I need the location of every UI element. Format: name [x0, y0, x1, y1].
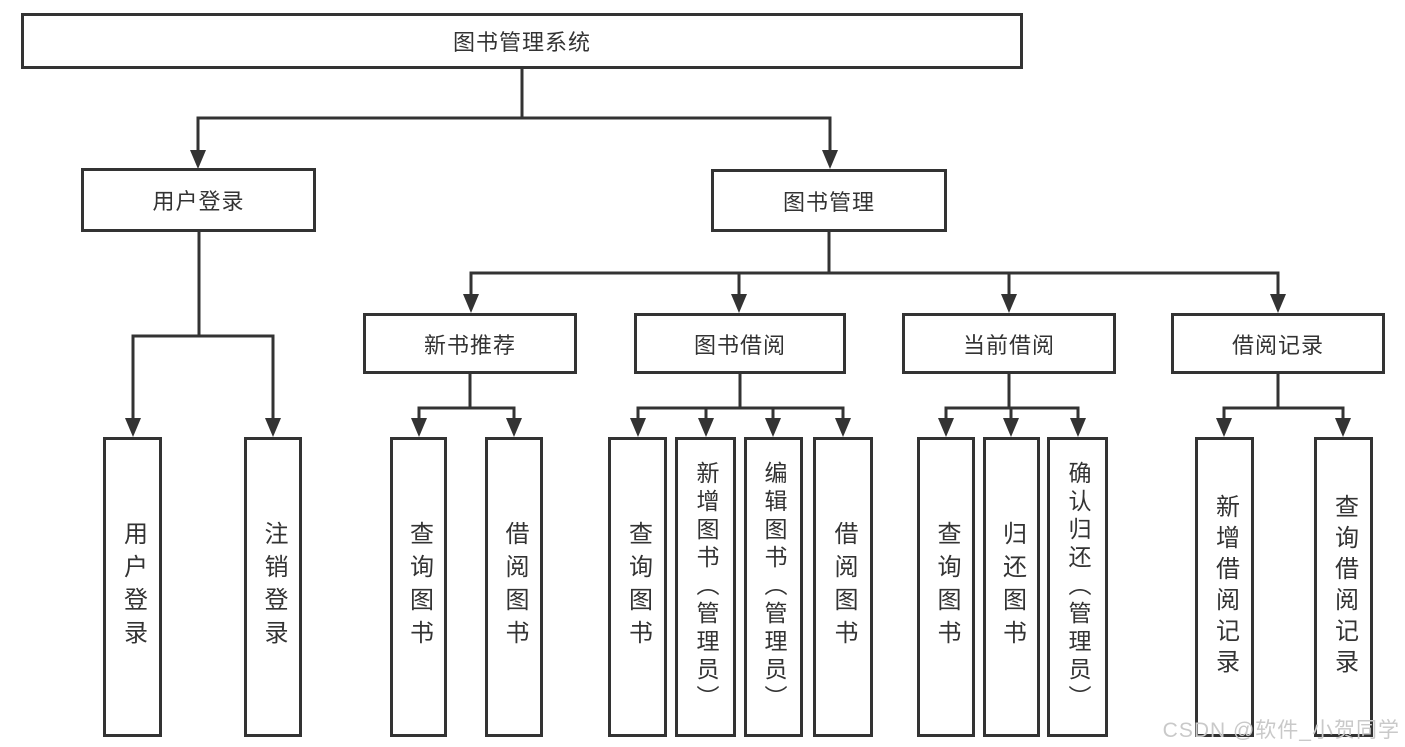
leaf-logout: 注销登录: [244, 437, 302, 737]
node-user-login: 用户登录: [81, 168, 316, 232]
leaf-query-book-2-label: 查询图书: [624, 521, 652, 653]
leaf-query-record: 查询借阅记录: [1314, 437, 1373, 737]
leaf-edit-book: 编辑图书（管理员）: [744, 437, 803, 737]
leaf-borrow-book-1: 借阅图书: [485, 437, 543, 737]
leaf-query-book-3-label: 查询图书: [933, 521, 960, 653]
node-book-mgmt-label: 图书管理: [782, 189, 875, 215]
leaf-query-book-1: 查询图书: [390, 437, 447, 737]
leaf-query-book-2: 查询图书: [608, 437, 667, 737]
node-book-borrow-label: 图书借阅: [693, 332, 786, 358]
leaf-confirm-return-label: 确认归还（管理员）: [1065, 461, 1091, 713]
leaf-user-login: 用户登录: [103, 437, 162, 737]
leaf-borrow-book-2-label: 借阅图书: [830, 521, 857, 653]
watermark-text: CSDN @软件_小贺同学: [1162, 719, 1400, 742]
leaf-confirm-return: 确认归还（管理员）: [1047, 437, 1108, 737]
leaf-add-book: 新增图书（管理员）: [675, 437, 736, 737]
node-borrow-record: 借阅记录: [1171, 313, 1385, 374]
leaf-logout-label: 注销登录: [260, 521, 287, 653]
node-new-book-rec-label: 新书推荐: [423, 332, 516, 358]
leaf-add-record: 新增借阅记录: [1195, 437, 1254, 737]
node-book-mgmt: 图书管理: [711, 169, 947, 232]
leaf-return-book-label: 归还图书: [998, 521, 1026, 653]
leaf-add-record-label: 新增借阅记录: [1211, 494, 1239, 680]
node-current-borrow: 当前借阅: [902, 313, 1116, 374]
leaf-query-book-3: 查询图书: [917, 437, 975, 737]
node-new-book-rec: 新书推荐: [363, 313, 577, 374]
leaf-edit-book-label: 编辑图书（管理员）: [761, 461, 787, 713]
leaf-query-record-label: 查询借阅记录: [1330, 494, 1358, 680]
node-borrow-record-label: 借阅记录: [1231, 332, 1324, 358]
node-book-borrow: 图书借阅: [634, 313, 846, 374]
node-root-label: 图书管理系统: [452, 30, 591, 55]
leaf-return-book: 归还图书: [983, 437, 1040, 737]
leaf-query-book-1-label: 查询图书: [405, 521, 433, 653]
node-root: 图书管理系统: [21, 13, 1023, 69]
leaf-add-book-label: 新增图书（管理员）: [693, 461, 719, 713]
node-user-login-label: 用户登录: [152, 189, 245, 214]
node-current-borrow-label: 当前借阅: [962, 332, 1055, 358]
leaf-user-login-label: 用户登录: [119, 521, 147, 653]
leaf-borrow-book-2: 借阅图书: [813, 437, 873, 737]
leaf-borrow-book-1-label: 借阅图书: [501, 521, 528, 653]
